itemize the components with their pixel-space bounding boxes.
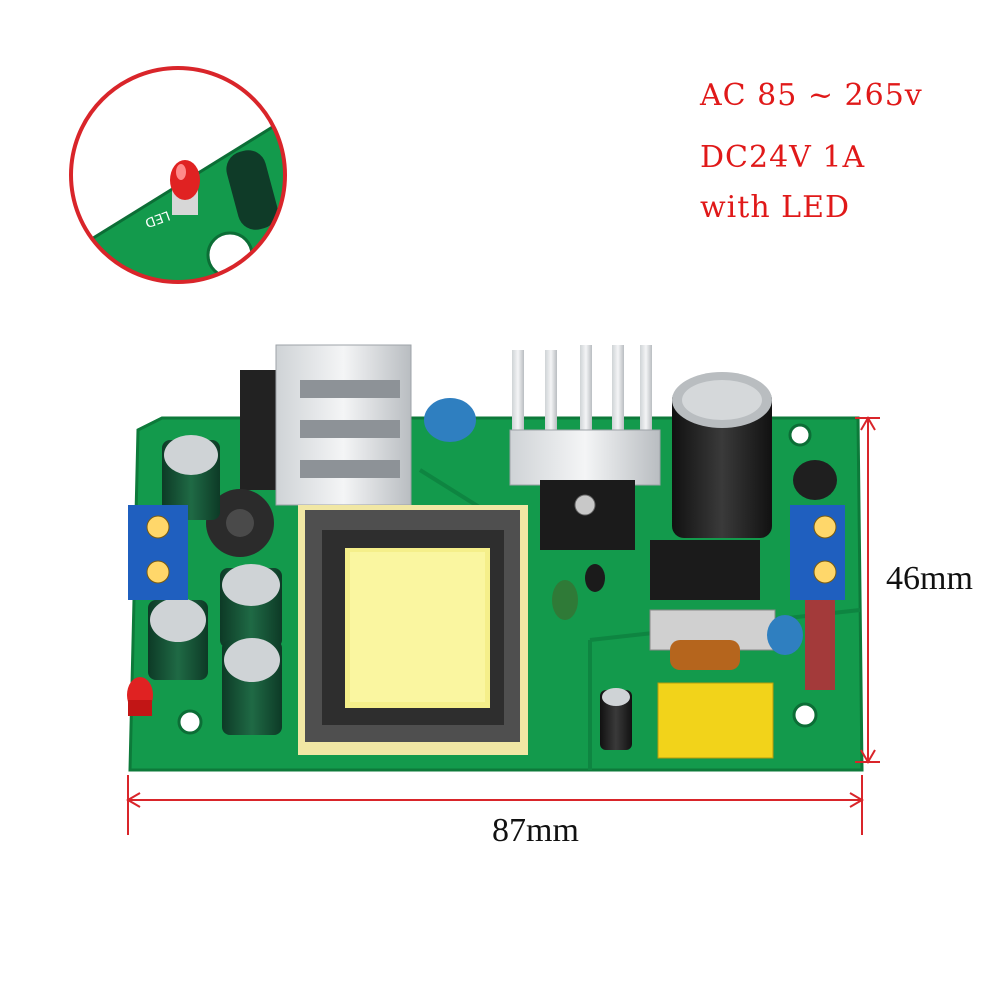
inductor bbox=[206, 489, 274, 557]
width-dimension-line bbox=[126, 775, 864, 835]
heat-sink-right bbox=[509, 345, 661, 550]
width-dimension-label: 87mm bbox=[492, 812, 579, 849]
spec-input-voltage: AC 85 ~ 265v bbox=[700, 78, 923, 113]
ceramic-capacitor-top bbox=[424, 398, 476, 442]
small-components bbox=[552, 460, 837, 759]
led-zoom-inset: LED bbox=[69, 66, 287, 284]
electrolytic-capacitor-large bbox=[672, 372, 772, 538]
spec-output-rating: DC24V 1A bbox=[700, 140, 866, 175]
transformer bbox=[298, 505, 528, 755]
height-dimension-label: 46mm bbox=[886, 560, 973, 597]
spec-led-feature: with LED bbox=[700, 190, 851, 225]
height-dimension-line bbox=[855, 416, 880, 764]
terminal-block-input bbox=[790, 505, 845, 600]
heat-sink-left bbox=[240, 344, 412, 506]
terminal-block-output bbox=[128, 505, 188, 600]
capacitors-output bbox=[148, 435, 632, 750]
led bbox=[127, 677, 153, 716]
